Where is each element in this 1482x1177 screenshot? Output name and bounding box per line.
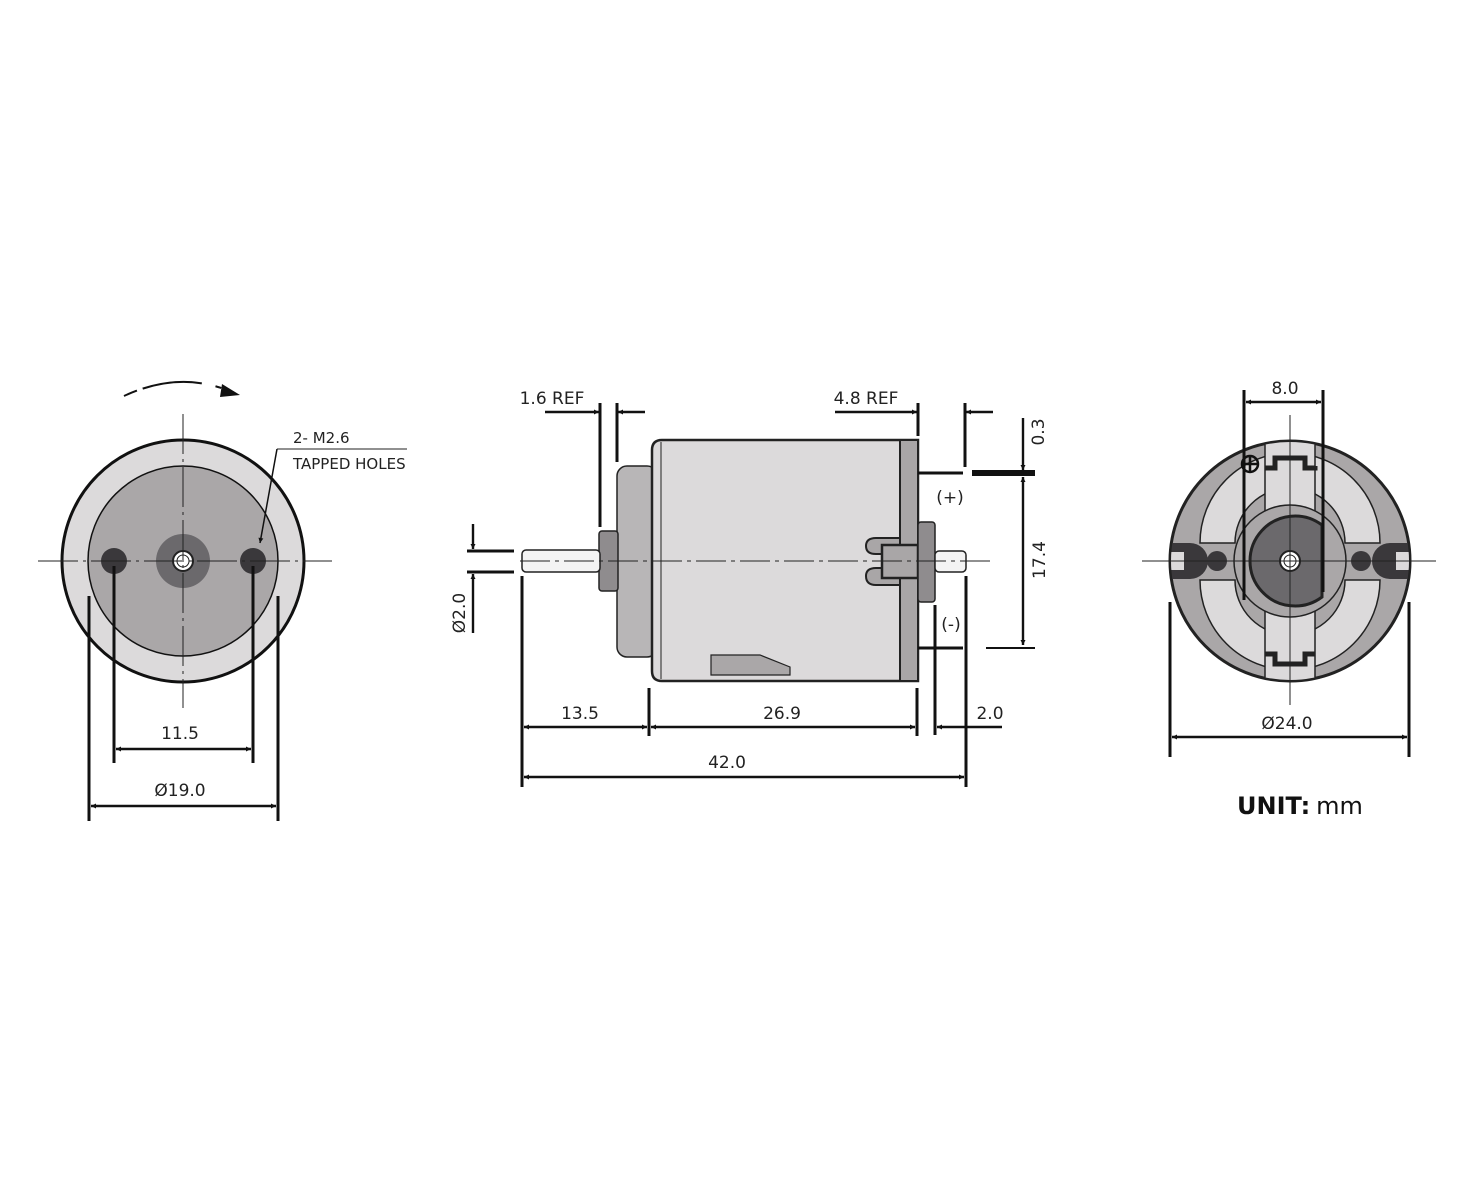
label-slot <box>710 654 791 676</box>
unit-note: UNIT:mm <box>1237 792 1363 820</box>
dim-overall-length: 42.0 <box>708 753 746 773</box>
front-view: 2- M2.6 TAPPED HOLES 11.5 Ø19.0 <box>38 380 407 821</box>
dim-front-diameter: Ø19.0 <box>154 781 205 801</box>
dim-shaft-length: 13.5 <box>561 704 599 724</box>
dim-terminal-ref: 4.8 REF <box>834 389 899 409</box>
dim-rear-diameter: Ø24.0 <box>1261 714 1312 734</box>
callout-thread: 2- M2.6 <box>293 429 350 447</box>
dim-terminal-width: 8.0 <box>1271 379 1298 399</box>
dim-hole-spacing: 11.5 <box>161 724 199 744</box>
dim-rear-shaft: 2.0 <box>976 704 1003 724</box>
dim-terminal-spacing: 17.4 <box>1030 541 1050 579</box>
dim-shaft-diameter: Ø2.0 <box>450 593 470 633</box>
dim-flange-ref: 1.6 REF <box>520 389 585 409</box>
unit-label: UNIT: <box>1237 792 1310 820</box>
unit-value: mm <box>1316 792 1363 820</box>
side-view: (+) (-) 1.6 REF 4.8 REF 0.3 17.4 Ø2.0 13… <box>450 389 1050 787</box>
rotation-arrow-icon <box>123 380 233 397</box>
rear-view: 8.0 Ø24.0 <box>1142 379 1436 757</box>
dim-terminal-thickness: 0.3 <box>1029 418 1049 445</box>
rear-bearing <box>917 521 936 603</box>
dim-body-length: 26.9 <box>763 704 801 724</box>
terminal-plus-label: (+) <box>936 488 964 508</box>
callout-tapped-holes: TAPPED HOLES <box>292 455 406 473</box>
terminal-minus-label: (-) <box>941 615 960 635</box>
